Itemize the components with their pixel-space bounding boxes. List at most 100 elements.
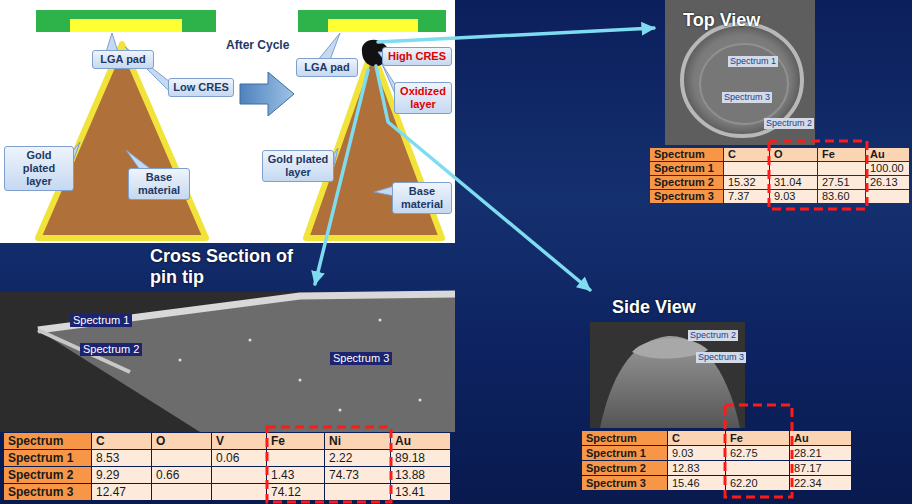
callout-box: Low CRES [168, 78, 234, 97]
spectrum-marker: Spectrum 1 [728, 56, 778, 67]
table-value: 2.22 [329, 450, 352, 466]
callout-box: Base material [128, 168, 190, 200]
row-header: Spectrum 3 [654, 190, 714, 203]
table-value: 13.41 [395, 484, 425, 500]
table-cell [770, 162, 817, 175]
table-header: Spectrum [8, 433, 63, 449]
row-header: Spectrum 3 [8, 484, 73, 500]
table-header: C [672, 431, 680, 445]
table-header: Spectrum [586, 431, 637, 445]
table-value: 0.66 [156, 467, 179, 483]
callout-box: Base material [392, 182, 452, 214]
table-value: 74.12 [271, 484, 301, 500]
table-cell [212, 467, 266, 483]
row-header: Spectrum 1 [8, 450, 73, 466]
row-header: Spectrum 2 [654, 176, 714, 189]
lga-pad [36, 10, 216, 32]
callout-box: Oxidized layer [394, 82, 452, 114]
highlight-box [725, 405, 792, 497]
view-title: Top View [683, 10, 760, 31]
table-cell [325, 484, 390, 500]
table-value: 13.88 [395, 467, 425, 483]
spectrum-marker: Spectrum 2 [688, 330, 738, 341]
cycle-arrow [240, 72, 294, 116]
row-header: Spectrum 1 [586, 446, 646, 460]
sem-image [665, 0, 815, 145]
table-value: 12.47 [96, 484, 126, 500]
spectrum-marker: Spectrum 3 [330, 352, 392, 365]
table-value: 87.17 [794, 461, 822, 475]
callout-box: LGA pad [296, 58, 358, 77]
table-value: 1.43 [271, 467, 294, 483]
sem-tip [600, 336, 740, 428]
table-header: Ni [329, 433, 341, 449]
table-header: O [156, 433, 165, 449]
table-cell [724, 162, 769, 175]
table-value: 8.53 [96, 450, 119, 466]
callout-box: High CRES [382, 47, 452, 66]
table-value: 22.34 [794, 476, 822, 490]
table-value: 83.60 [822, 190, 850, 203]
callout-text: LGA pad [97, 53, 149, 66]
inclusions [179, 319, 422, 412]
callout-text: High CRES [387, 50, 447, 63]
table-header: C [728, 148, 736, 161]
table-value: 9.03 [672, 446, 693, 460]
table-value: 26.13 [870, 176, 898, 189]
table-header: V [216, 433, 224, 449]
table-cell [212, 484, 266, 500]
spectrum-marker: Spectrum 2 [764, 118, 814, 129]
table-cell [818, 162, 865, 175]
table-header: Fe [822, 148, 835, 161]
highlight-box [769, 141, 867, 209]
callout-text: Oxidized layer [399, 85, 447, 111]
callout-box: LGA pad [92, 50, 154, 69]
table-value: 62.75 [730, 446, 758, 460]
table-cell [726, 461, 789, 475]
table-cell [152, 450, 211, 466]
table-header: Spectrum [654, 148, 705, 161]
row-header: Spectrum 2 [586, 461, 646, 475]
table-value: 31.04 [774, 176, 802, 189]
step-label: After Cycle [226, 38, 289, 52]
callout-text: Gold plated layer [9, 149, 69, 188]
callout-box: Gold plated layer [262, 150, 334, 182]
table-value: 74.73 [329, 467, 359, 483]
table-value: 7.37 [728, 190, 749, 203]
table-value: 28.21 [794, 446, 822, 460]
spectrum-marker: Spectrum 3 [722, 92, 772, 103]
row-header: Spectrum 3 [586, 476, 646, 490]
spectrum-marker: Spectrum 1 [70, 314, 132, 327]
table-header: Au [395, 433, 411, 449]
table-value: 9.03 [774, 190, 795, 203]
pin [38, 44, 206, 238]
view-title: Cross Section of pin tip [150, 246, 325, 288]
highlight-box [267, 427, 391, 502]
table-value: 89.18 [395, 450, 425, 466]
row-header: Spectrum 1 [654, 162, 714, 175]
table-header: Au [794, 431, 809, 445]
row-header: Spectrum 2 [8, 467, 73, 483]
callout-text: Low CRES [173, 81, 229, 94]
table-header: Fe [730, 431, 743, 445]
callout-tails [72, 33, 396, 196]
pointer-arrow [376, 66, 590, 290]
sem-section [38, 294, 455, 432]
sem-tip [700, 44, 788, 124]
table-header: Au [870, 148, 885, 161]
table-cell [152, 484, 211, 500]
table-cell [866, 190, 909, 203]
table-cell [267, 450, 324, 466]
table-value: 27.51 [822, 176, 850, 189]
table-value: 12.83 [672, 461, 700, 475]
view-title: Side View [612, 297, 696, 318]
callout-box: Gold plated layer [4, 146, 74, 191]
table-header: O [774, 148, 783, 161]
sem-image [590, 322, 745, 428]
table-value: 100.00 [870, 162, 904, 175]
table-header: Fe [271, 433, 285, 449]
gold-layer [38, 294, 455, 330]
table-value: 0.06 [216, 450, 239, 466]
